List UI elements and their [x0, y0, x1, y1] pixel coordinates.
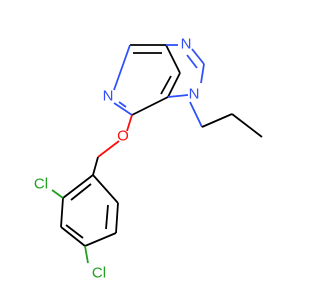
bond — [92, 156, 99, 176]
atom-labels: N N N O Cl Cl — [34, 36, 200, 282]
atom-label-cl-para: Cl — [92, 265, 106, 282]
double-bond-inner — [105, 204, 109, 230]
bond — [113, 44, 131, 91]
bond — [60, 226, 86, 247]
bond — [200, 63, 205, 84]
bond — [113, 102, 133, 116]
bond — [131, 96, 169, 116]
bond — [191, 48, 205, 65]
bond — [201, 113, 233, 128]
bond — [165, 44, 181, 74]
propyl-chain — [189, 101, 263, 138]
double-bond-inner — [118, 101, 127, 108]
bond — [62, 174, 94, 199]
atom-label-n-imidazole-propyl: N — [189, 86, 200, 103]
bond — [97, 140, 120, 158]
double-bond-inner — [160, 75, 172, 95]
bond — [167, 94, 189, 98]
double-bond-inner — [186, 54, 198, 69]
double-bond-inner — [70, 183, 92, 201]
chlorine-substituents — [51, 189, 89, 264]
bond — [189, 101, 203, 128]
bond — [84, 232, 117, 247]
bond — [92, 174, 119, 204]
atom-label-o-ether: O — [117, 128, 129, 145]
atom-label-n-imidazole-top: N — [181, 36, 192, 53]
atom-label-n-pyridine: N — [103, 88, 114, 105]
bond — [167, 72, 181, 98]
bond — [60, 197, 64, 228]
atom-label-cl-ortho: Cl — [34, 176, 48, 193]
bond — [84, 245, 89, 264]
bond — [51, 189, 64, 199]
pyridine-ring — [113, 44, 181, 116]
bond — [115, 202, 119, 234]
molecule-structure: N N N O Cl Cl — [34, 36, 263, 282]
double-bond-inner — [65, 224, 84, 239]
ether-linkage — [92, 114, 133, 176]
dichlorobenzene-ring — [60, 174, 119, 247]
imidazole-ring — [166, 44, 205, 98]
bond — [126, 114, 133, 132]
bond — [231, 113, 263, 138]
